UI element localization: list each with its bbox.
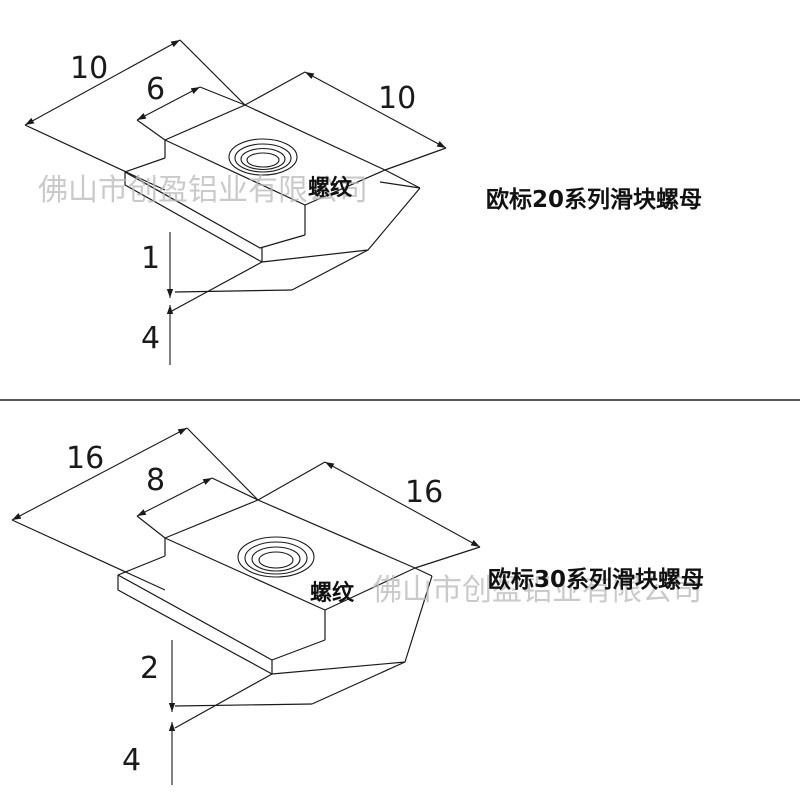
nut30-ext-line	[211, 477, 259, 501]
nut20-threaded-hole	[228, 138, 298, 176]
nut20-ledge-front	[124, 172, 263, 263]
nut20-body-bottom	[169, 261, 263, 313]
dim-base-20: 4	[141, 321, 160, 356]
nut30-body-bottom	[174, 703, 313, 707]
dim-step-20: 1	[141, 241, 160, 276]
dim-depth-20: 10	[378, 81, 416, 116]
nut20-ext-line	[384, 147, 447, 171]
nut20-body-bottom	[174, 289, 293, 293]
dim-length-20: 10	[70, 51, 108, 86]
dim-width-20: 6	[146, 72, 165, 107]
thread-label-20: 螺纹	[308, 175, 353, 201]
dim-width-30: 8	[146, 463, 165, 498]
dim-line-length-20	[24, 39, 181, 126]
dim-depth-30: 16	[405, 475, 443, 510]
dim-line-depth-20	[304, 71, 447, 149]
title-30-series: 欧标30系列滑块螺母	[488, 567, 704, 593]
nut-30-series: 16 8 16 2 4 佛山市创盈铝业有限公司 螺纹 欧标30系列滑块螺母	[11, 427, 704, 785]
dim-line-length-30	[11, 427, 188, 521]
nut30-ext-line	[414, 546, 481, 569]
dim-line-width-30	[136, 477, 213, 517]
nut30-ledge	[117, 555, 326, 661]
watermark-top: 佛山市创盈铝业有限公司	[38, 173, 368, 208]
nut20-ext-line	[24, 124, 166, 191]
dim-line-depth-30	[324, 461, 481, 548]
nut20-ext-line	[136, 119, 166, 141]
dim-base-30: 4	[122, 743, 141, 778]
dim-line-width-20	[136, 86, 201, 121]
nut30-ext-line	[136, 515, 166, 539]
nut20-ext-line	[199, 86, 246, 106]
nut30-ledge-front	[117, 575, 273, 675]
nut30-ext-line	[186, 427, 259, 501]
dim-length-30: 16	[66, 441, 104, 476]
watermark-bottom: 佛山市创盈铝业有限公司	[372, 573, 702, 608]
nut20-ext-line	[179, 39, 246, 106]
nut20-ext-line	[244, 71, 306, 106]
dim-step-30: 2	[140, 651, 159, 686]
nut30-threaded-hole	[237, 536, 315, 578]
title-20-series: 欧标20系列滑块螺母	[486, 187, 702, 213]
nut30-ext-line	[11, 519, 166, 591]
nut20-edge	[384, 169, 421, 189]
nut30-edge	[414, 567, 433, 577]
nut30-body-bottom	[174, 673, 273, 729]
nut20-body-bottom	[291, 249, 369, 291]
nut30-ext-line	[257, 461, 326, 501]
thread-label-30: 螺纹	[310, 580, 355, 606]
nut-20-series: 10 6 10 1 4 佛山市创盈铝业有限公司 螺纹 欧标20系列滑块螺母	[24, 39, 702, 365]
nut20-ledge	[124, 157, 306, 249]
nut30-body-bottom	[311, 661, 406, 705]
nut20-edge	[379, 181, 421, 189]
